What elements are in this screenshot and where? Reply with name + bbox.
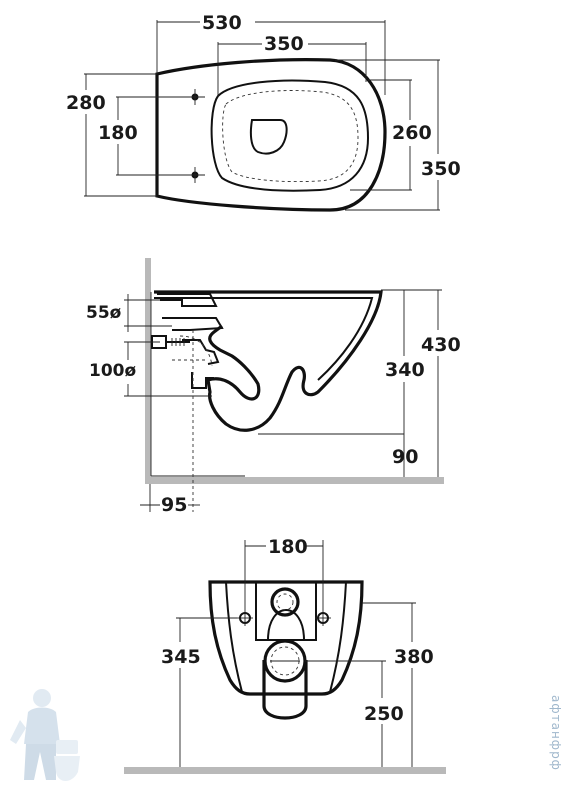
dim-530: 530 [202, 12, 242, 34]
front-view: 180 345 380 250 [124, 536, 446, 774]
front-view-outlet [262, 660, 308, 720]
side-view-bowl [154, 290, 383, 432]
dim-430: 430 [421, 334, 461, 356]
top-view-bowl-rim [210, 79, 370, 192]
dim-100: 100ø [89, 361, 136, 381]
top-view: 530 350 280 180 260 350 [66, 12, 461, 212]
dim-55: 55ø [86, 303, 121, 323]
dim-95: 95 [161, 494, 187, 516]
front-view-body [208, 580, 364, 696]
top-view-outline [155, 58, 387, 212]
plumber-logo [10, 689, 80, 781]
wall [145, 258, 151, 484]
dim-345: 345 [161, 646, 201, 668]
dim-250: 250 [364, 703, 404, 725]
top-view-drain [249, 119, 288, 155]
dim-280: 280 [66, 92, 106, 114]
outlet-pipe [191, 372, 214, 389]
floor-side [145, 477, 444, 484]
dim-260: 260 [392, 122, 432, 144]
dim-180-top: 180 [98, 122, 138, 144]
dim-380: 380 [394, 646, 434, 668]
dim-350-right: 350 [421, 158, 461, 180]
side-view: 55ø 100ø 430 340 90 95 [86, 258, 461, 516]
front-view-inlet [270, 587, 300, 617]
dim-180-front: 180 [268, 536, 308, 558]
dim-340: 340 [385, 359, 425, 381]
watermark-text: aфтанфрф [549, 695, 563, 771]
dim-350-top: 350 [264, 33, 304, 55]
dim-90: 90 [392, 446, 418, 468]
top-view-bowl-inner [222, 90, 359, 183]
floor-front [124, 767, 446, 774]
